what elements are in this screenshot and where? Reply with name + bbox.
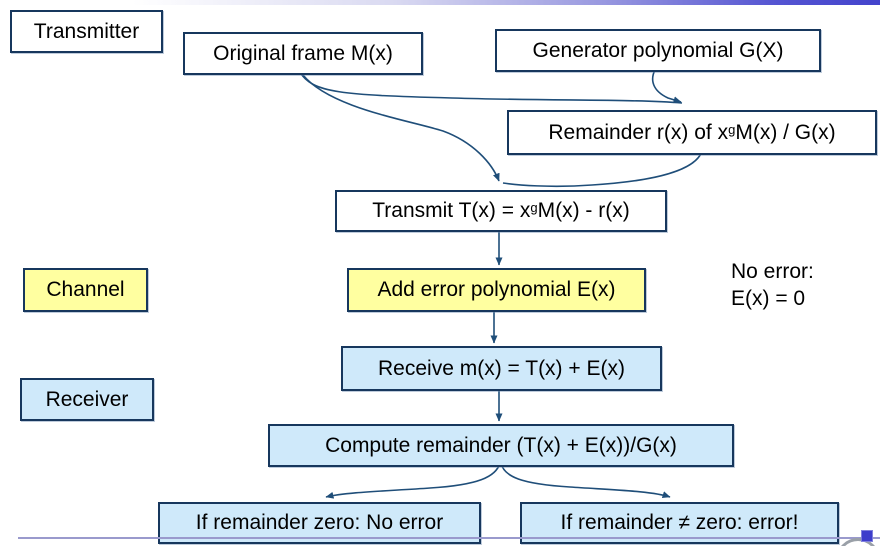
node-compute-remainder-text: Compute remainder (T(x) + E(x))/G(x)	[325, 433, 677, 457]
node-receive: Receive m(x) = T(x) + E(x)	[341, 346, 662, 391]
superscript-g: g	[530, 200, 538, 216]
node-original-frame-text: Original frame M(x)	[213, 41, 393, 65]
annotation-no-error-line1: No error:	[731, 260, 814, 283]
stage-label-receiver: Receiver	[20, 378, 154, 421]
stage-label-transmitter-text: Transmitter	[33, 19, 140, 43]
node-add-error-polynomial-text: Add error polynomial E(x)	[377, 278, 616, 301]
stage-label-channel: Channel	[23, 268, 148, 312]
top-gradient-rule	[0, 0, 880, 5]
node-result-error-text: If remainder ≠ zero: error!	[560, 511, 799, 534]
bottom-rule	[18, 537, 880, 539]
node-add-error-polynomial: Add error polynomial E(x)	[347, 268, 646, 312]
node-transmit: Transmit T(x) = xgM(x) - r(x)	[335, 190, 667, 232]
stage-label-receiver-text: Receiver	[45, 387, 129, 411]
annotation-no-error-line2: E(x) = 0	[731, 287, 806, 310]
node-remainder: Remainder r(x) of xgM(x) / G(x)	[507, 110, 877, 155]
stage-label-channel-text: Channel	[46, 278, 125, 301]
node-remainder-text: Remainder r(x) of xgM(x) / G(x)	[548, 120, 836, 144]
stage-label-transmitter: Transmitter	[10, 10, 163, 53]
node-original-frame: Original frame M(x)	[183, 32, 423, 75]
annotation-no-error: No error: E(x) = 0	[731, 258, 814, 312]
node-compute-remainder: Compute remainder (T(x) + E(x))/G(x)	[268, 424, 734, 467]
slide-logo-square-icon	[861, 530, 873, 542]
node-transmit-text: Transmit T(x) = xgM(x) - r(x)	[372, 199, 630, 222]
node-receive-text: Receive m(x) = T(x) + E(x)	[378, 356, 625, 380]
node-generator-polynomial: Generator polynomial G(X)	[495, 29, 821, 72]
node-generator-polynomial-text: Generator polynomial G(X)	[532, 38, 784, 62]
superscript-g: g	[728, 121, 736, 137]
node-result-no-error-text: If remainder zero: No error	[195, 511, 444, 534]
